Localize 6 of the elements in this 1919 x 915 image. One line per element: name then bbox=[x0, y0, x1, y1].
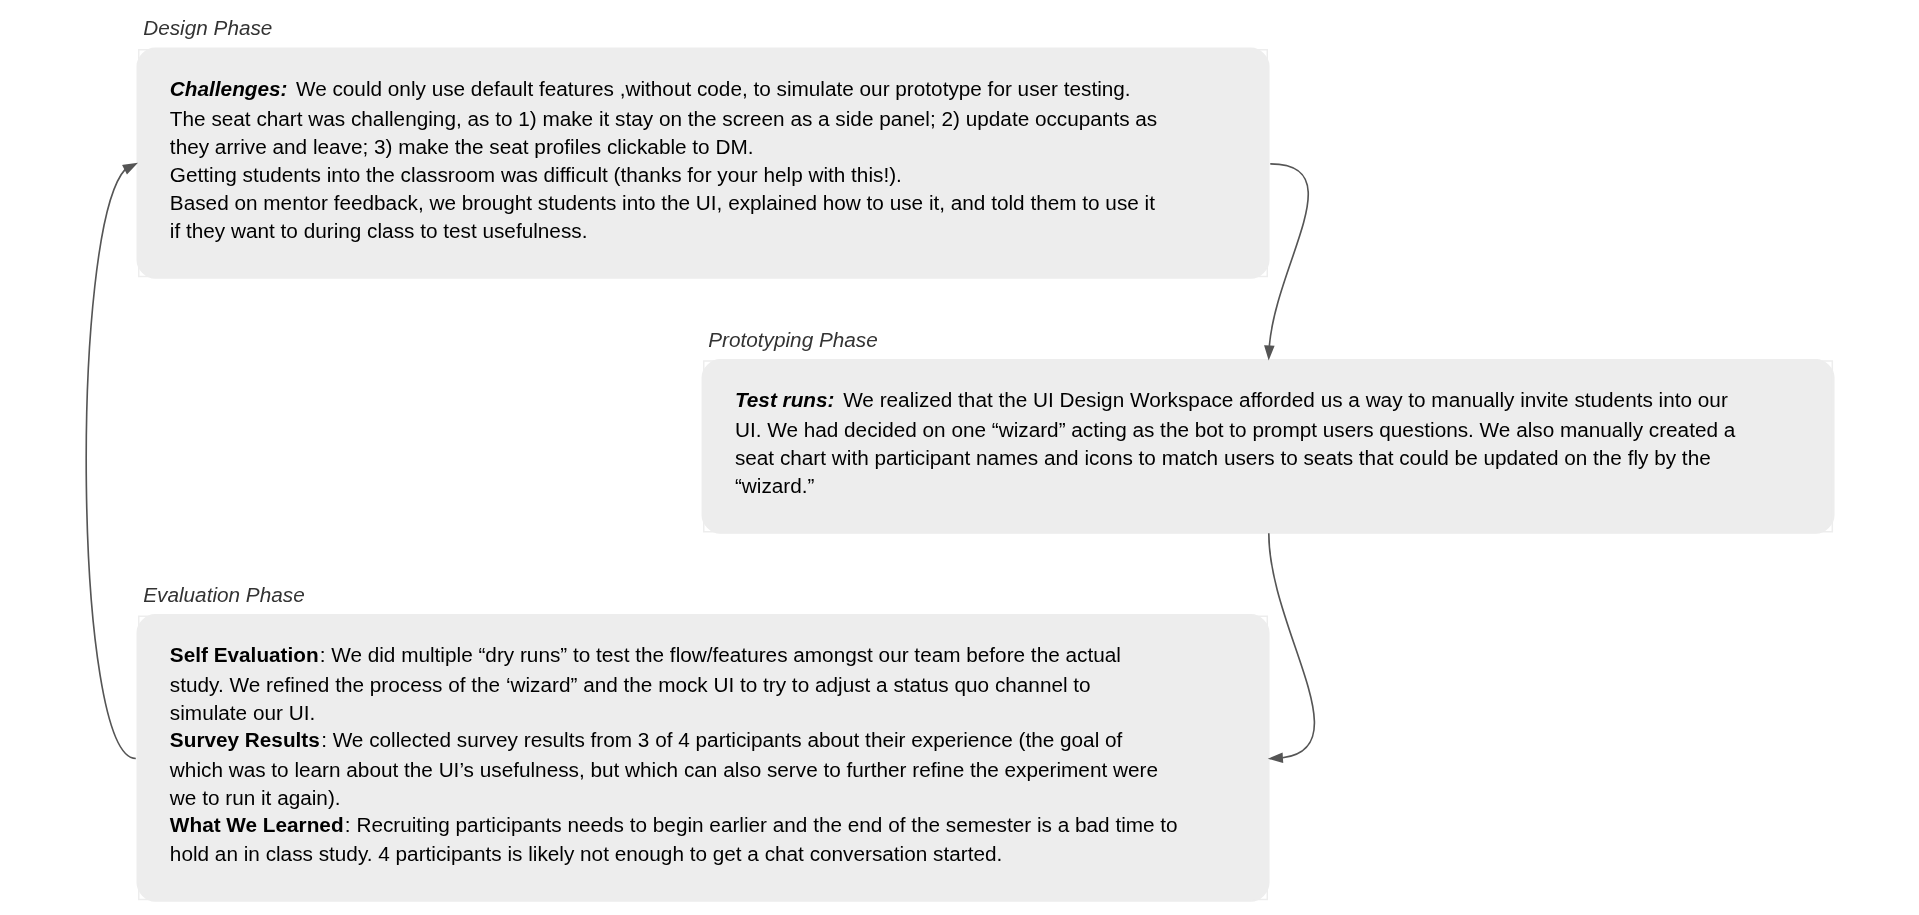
node-label: Prototyping Phase bbox=[708, 327, 878, 351]
arrow bbox=[85, 162, 138, 760]
arrow bbox=[1264, 163, 1310, 361]
arrow bbox=[1267, 532, 1315, 764]
node-label: Design Phase bbox=[143, 16, 273, 40]
node-label: Evaluation Phase bbox=[143, 582, 305, 606]
